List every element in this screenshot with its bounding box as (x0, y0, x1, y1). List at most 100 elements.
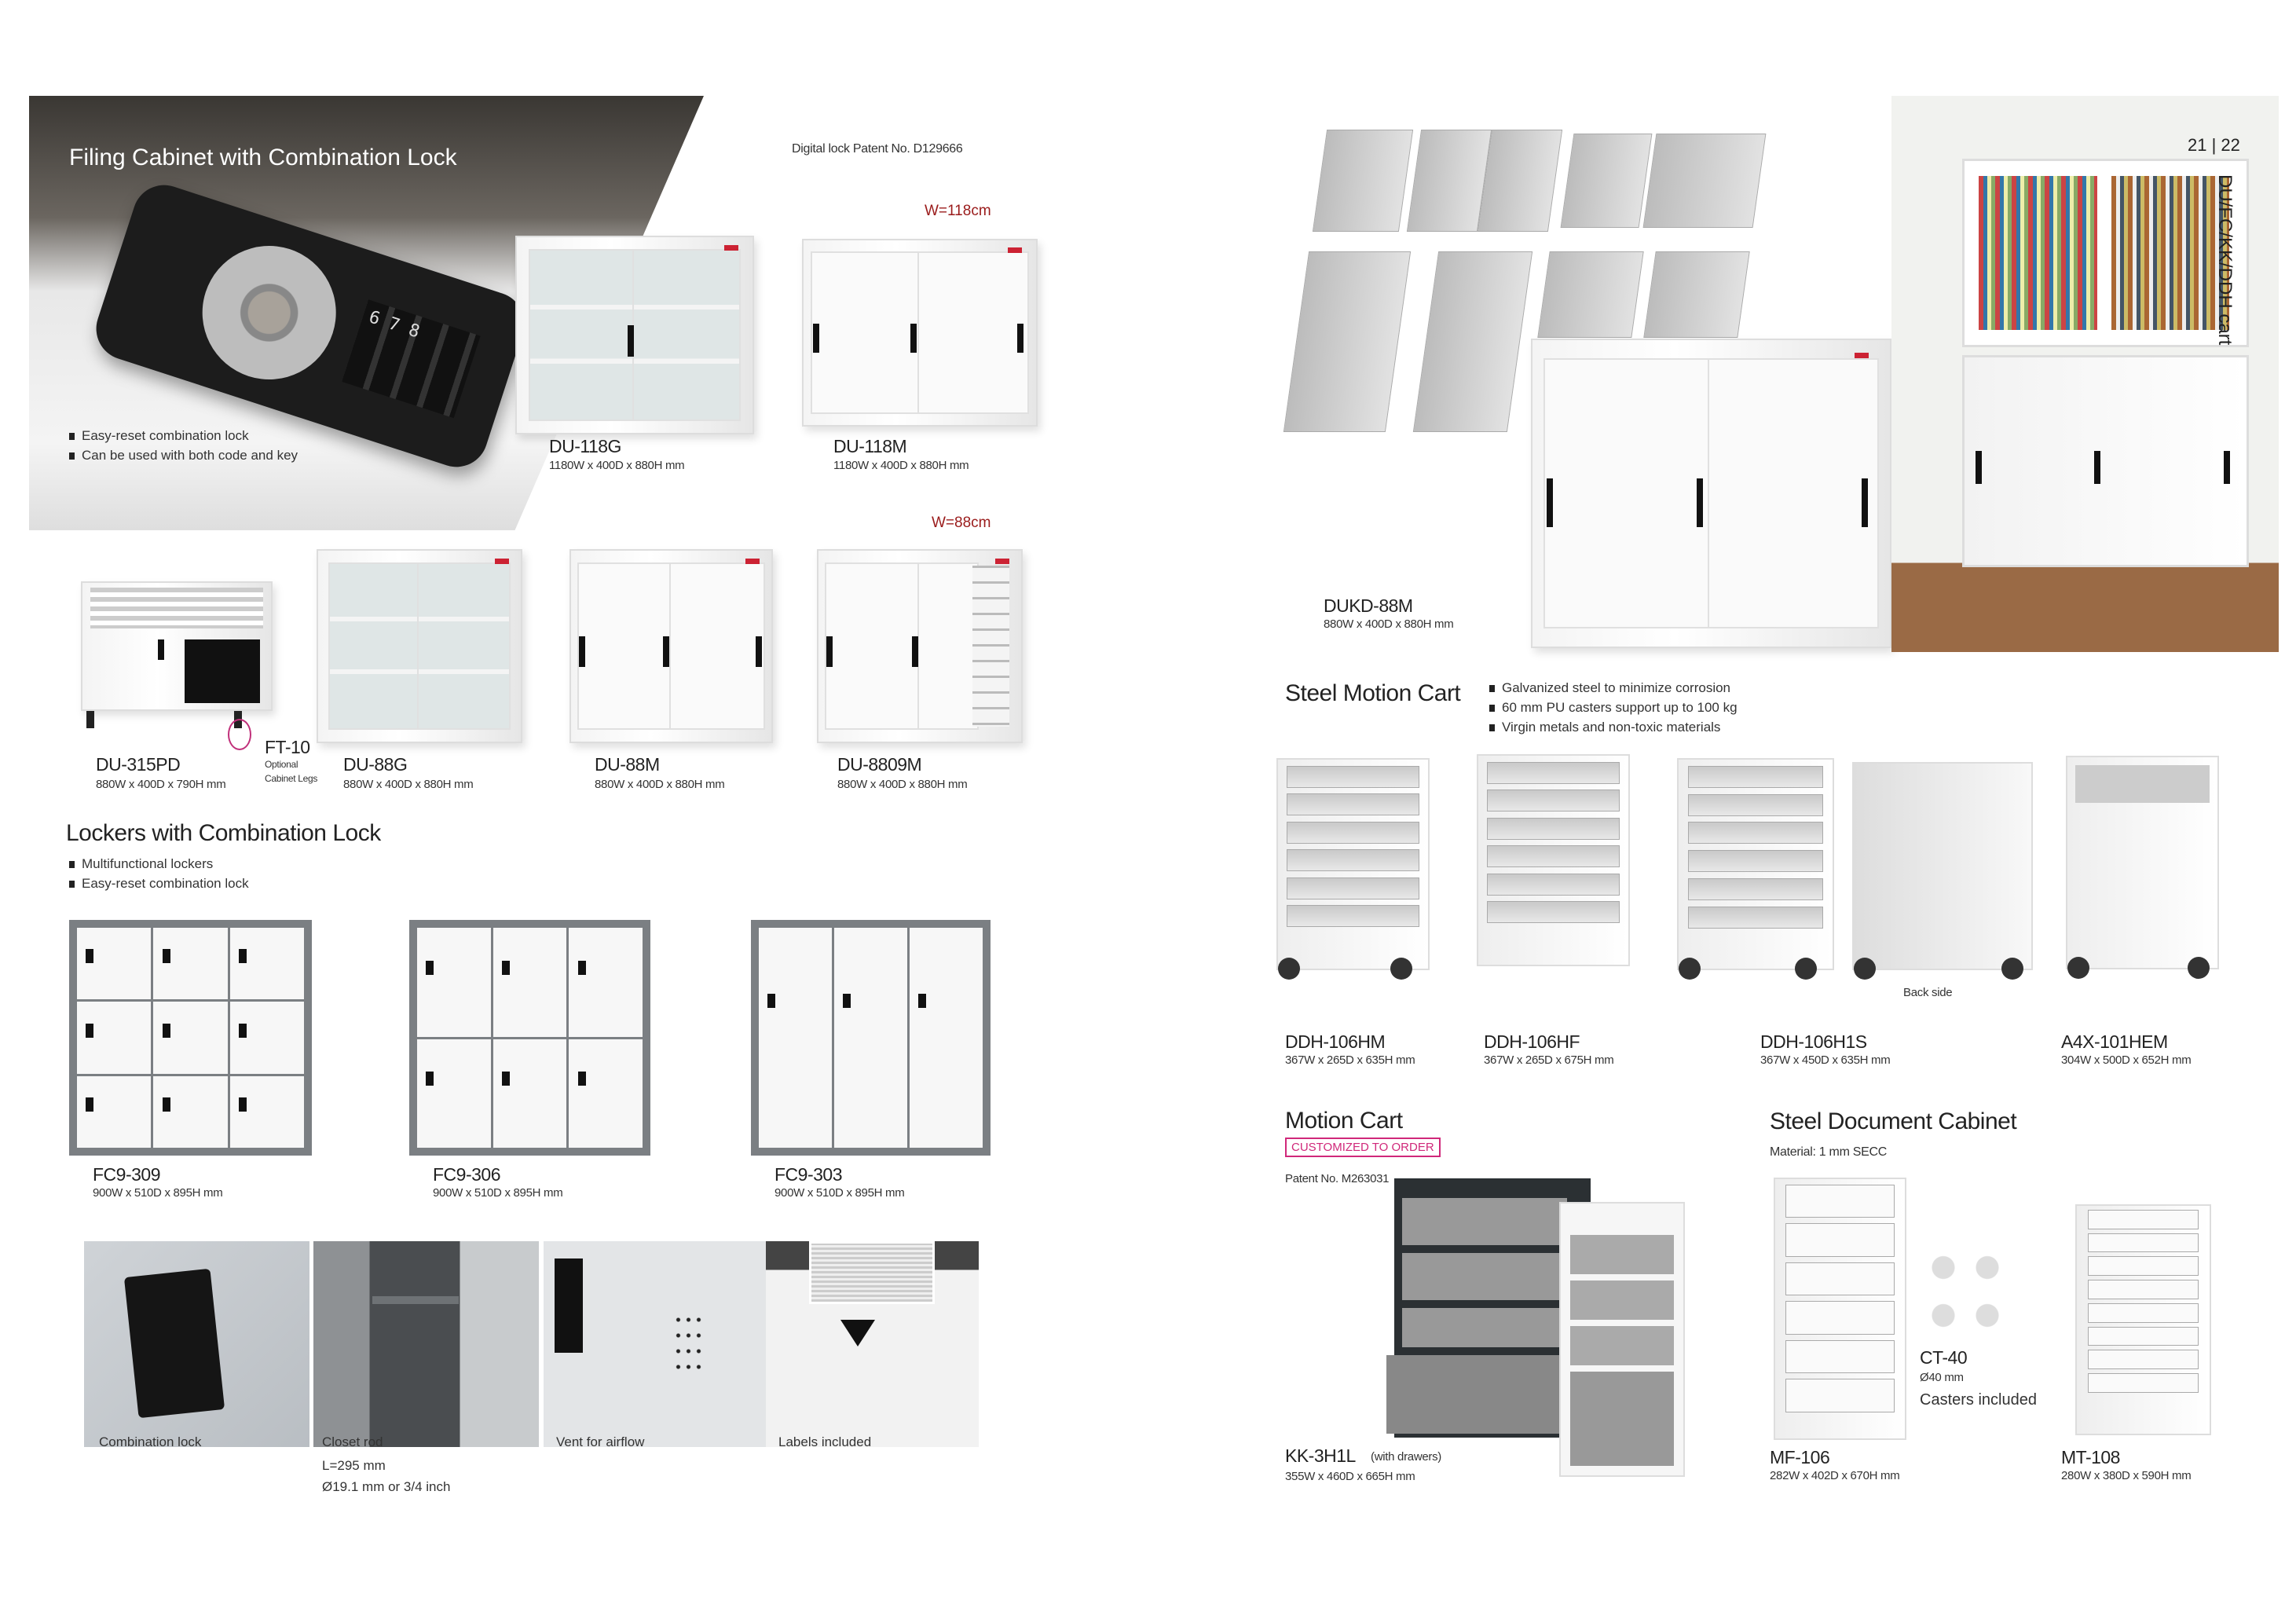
panel-part (1560, 134, 1653, 228)
cabinet-mf-106 (1774, 1178, 1906, 1440)
casters-note: Casters included (1920, 1391, 2037, 1409)
legs-note: Cabinet Legs (265, 773, 318, 784)
cart-kk-dark (1386, 1178, 1591, 1438)
cart-ddh-106hf (1477, 754, 1630, 966)
width-label: W=118cm (925, 203, 991, 219)
cabinet-mt-108 (2075, 1204, 2211, 1435)
motion-cart-heading: Motion Cart (1285, 1108, 1403, 1134)
lockers-heading: Lockers with Combination Lock (66, 820, 381, 846)
cabinet-du-88g (317, 549, 522, 743)
legs-note: Optional (265, 759, 298, 770)
doc-cabinet-heading: Steel Document Cabinet (1770, 1108, 2017, 1134)
detail-extra: Ø19.1 mm or 3/4 inch (322, 1479, 451, 1494)
cart-kk-white (1559, 1202, 1685, 1477)
locker-fc9-303 (751, 920, 991, 1156)
model-dims: 1180W x 400D x 880H mm (549, 459, 685, 472)
model-name: DU-88M (595, 754, 660, 775)
model-name: DUKD-88M (1324, 595, 1413, 616)
model-dims: 280W x 380D x 590H mm (2061, 1469, 2192, 1482)
panel-part (1642, 134, 1767, 228)
model-dims: 900W x 510D x 895H mm (774, 1186, 905, 1200)
cart-ddh-106hm (1276, 758, 1430, 980)
customized-badge: CUSTOMIZED TO ORDER (1285, 1138, 1441, 1157)
model-dims: 900W x 510D x 895H mm (93, 1186, 223, 1200)
back-side-label: Back side (1903, 986, 1953, 999)
width-label: W=88cm (932, 515, 991, 531)
casters-size: Ø40 mm (1920, 1371, 1964, 1384)
feature: Virgin metals and non-toxic materials (1489, 720, 1720, 735)
locker-fc9-306 (409, 920, 650, 1156)
combination-lock-detail-photo (84, 1241, 309, 1447)
model-dims: 304W x 500D x 652H mm (2061, 1053, 2192, 1067)
model-dims: 355W x 460D x 665H mm (1285, 1470, 1415, 1483)
panel-part (1477, 130, 1563, 232)
cabinet-du-315pd (81, 581, 273, 711)
room-photo (1891, 96, 2279, 652)
model-dims: 282W x 402D x 670H mm (1770, 1469, 1900, 1482)
model-dims: 1180W x 400D x 880H mm (833, 459, 969, 472)
page-numbers: 21 | 22 (2188, 135, 2240, 155)
cabinet-dukd-88m (1531, 339, 1891, 648)
feature: Easy-reset combination lock (69, 876, 249, 892)
cart-a4x-101hem (2066, 756, 2219, 979)
model-dims: 880W x 400D x 790H mm (96, 778, 226, 791)
locker-fc9-309 (69, 920, 312, 1156)
vent-photo (544, 1241, 766, 1447)
model-name: FC9-303 (774, 1164, 842, 1185)
section-tab: DU/FC/KK/DDH cart (2214, 174, 2236, 346)
banner-title: Filing Cabinet with Combination Lock (69, 145, 457, 170)
steel-cart-heading: Steel Motion Cart (1285, 680, 1461, 706)
cart-back-side (1852, 762, 2033, 980)
detail-caption: Vent for airflow (556, 1434, 645, 1449)
model-dims: 880W x 400D x 880H mm (343, 778, 474, 791)
model-dims: 880W x 400D x 880H mm (837, 778, 968, 791)
feature: Multifunctional lockers (69, 856, 213, 872)
model-dims: 880W x 400D x 880H mm (595, 778, 725, 791)
model-dims: 900W x 510D x 895H mm (433, 1186, 563, 1200)
cabinet-du-8809m (817, 549, 1023, 743)
feature: Can be used with both code and key (69, 448, 298, 463)
casters-photo (1921, 1244, 2009, 1339)
patent-text: Digital lock Patent No. D129666 (792, 142, 963, 156)
model-name: A4X-101HEM (2061, 1031, 2168, 1052)
patent-text: Patent No. M263031 (1285, 1172, 1390, 1185)
cabinet-du-88m (569, 549, 773, 743)
model-dims: 367W x 265D x 675H mm (1484, 1053, 1614, 1067)
model-name: MT-108 (2061, 1447, 2120, 1467)
legs-model: FT-10 (265, 737, 310, 757)
closet-rod-photo (313, 1241, 539, 1447)
cart-ddh-106h1s (1677, 758, 1834, 980)
feature: 60 mm PU casters support up to 100 kg (1489, 700, 1738, 716)
model-dims: 367W x 265D x 635H mm (1285, 1053, 1415, 1067)
panel-part (1312, 130, 1414, 232)
model-name: DDH-106HF (1484, 1031, 1580, 1052)
model-name: KK-3H1L (1285, 1445, 1356, 1466)
detail-caption: Labels included (778, 1434, 872, 1449)
detail-caption: Combination lock (99, 1434, 202, 1449)
model-name: MF-106 (1770, 1447, 1830, 1467)
model-name: DU-118M (833, 436, 907, 456)
model-name: DU-118G (549, 436, 621, 456)
model-name: DU-88G (343, 754, 408, 775)
material-text: Material: 1 mm SECC (1770, 1145, 1887, 1159)
model-name: DU-315PD (96, 754, 181, 775)
cabinet-du-118m (802, 239, 1038, 427)
model-name: FC9-306 (433, 1164, 500, 1185)
panel-part (1643, 251, 1750, 338)
model-note: (with drawers) (1371, 1450, 1441, 1464)
model-name: FC9-309 (93, 1164, 160, 1185)
model-dims: 367W x 450D x 635H mm (1760, 1053, 1891, 1067)
detail-caption: Closet rod (322, 1434, 383, 1449)
model-name: DDH-106H1S (1760, 1031, 1867, 1052)
model-name: DDH-106HM (1285, 1031, 1386, 1052)
panel-part (1283, 251, 1412, 432)
cabinet-leg (86, 711, 94, 728)
model-name: DU-8809M (837, 754, 922, 775)
feature: Easy-reset combination lock (69, 428, 249, 444)
panel-part (1537, 251, 1644, 338)
model-dims: 880W x 400D x 880H mm (1324, 617, 1454, 631)
feature: Galvanized steel to minimize corrosion (1489, 680, 1730, 696)
detail-extra: L=295 mm (322, 1458, 386, 1473)
casters-model: CT-40 (1920, 1347, 1968, 1368)
panel-part (1412, 251, 1533, 432)
